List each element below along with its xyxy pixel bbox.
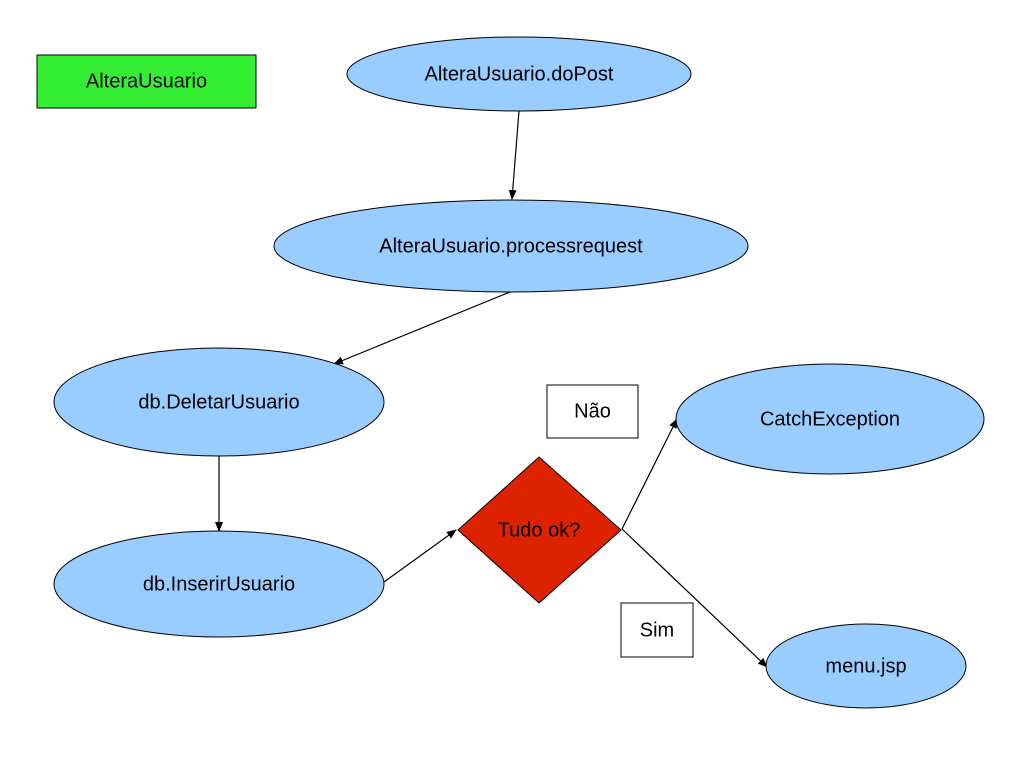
edge-processrequest-to-deletar (333, 291, 511, 365)
edge-inserir-to-decision (383, 529, 457, 583)
node-dopost-shape (346, 36, 692, 112)
node-inserir-shape (53, 530, 385, 638)
node-inserir: db.InserirUsuario (53, 530, 385, 638)
edge-label-nao-text: Não (574, 400, 611, 422)
node-menu-label: menu.jsp (825, 655, 906, 677)
node-dopost-label: AlteraUsuario.doPost (425, 63, 614, 85)
edge-decision-to-catch (621, 418, 678, 530)
node-decision-label: Tudo ok? (498, 519, 581, 541)
edge-decision-to-menu (621, 528, 768, 668)
node-processrequest-shape (273, 199, 749, 293)
node-dopost: AlteraUsuario.doPost (346, 36, 692, 112)
edge-label-sim-box (620, 602, 694, 658)
edge-label-sim: Sim (620, 602, 694, 658)
node-menu: menu.jsp (765, 623, 967, 709)
node-deletar: db.DeletarUsuario (53, 347, 385, 457)
node-decision-shape (457, 456, 622, 604)
node-processrequest: AlteraUsuario.processrequest (273, 199, 749, 293)
node-decision: Tudo ok? (457, 456, 622, 604)
node-deletar-label: db.DeletarUsuario (138, 391, 299, 413)
node-processrequest-label: AlteraUsuario.processrequest (379, 235, 643, 257)
node-menu-shape (765, 623, 967, 709)
title-box-rect (36, 54, 257, 109)
node-catch-label: CatchException (760, 408, 900, 430)
edge-label-nao: Não (546, 384, 639, 439)
edge-label-nao-box (546, 384, 639, 439)
title-box-label: AlteraUsuario (86, 70, 207, 92)
edge-label-sim-text: Sim (640, 619, 674, 641)
node-deletar-shape (53, 347, 385, 457)
title-box: AlteraUsuario (36, 54, 257, 109)
edges (215, 110, 768, 668)
node-catch-shape (675, 363, 985, 475)
node-inserir-label: db.InserirUsuario (143, 573, 295, 595)
node-catch: CatchException (675, 363, 985, 475)
edge-dopost-to-processrequest (508, 110, 520, 200)
